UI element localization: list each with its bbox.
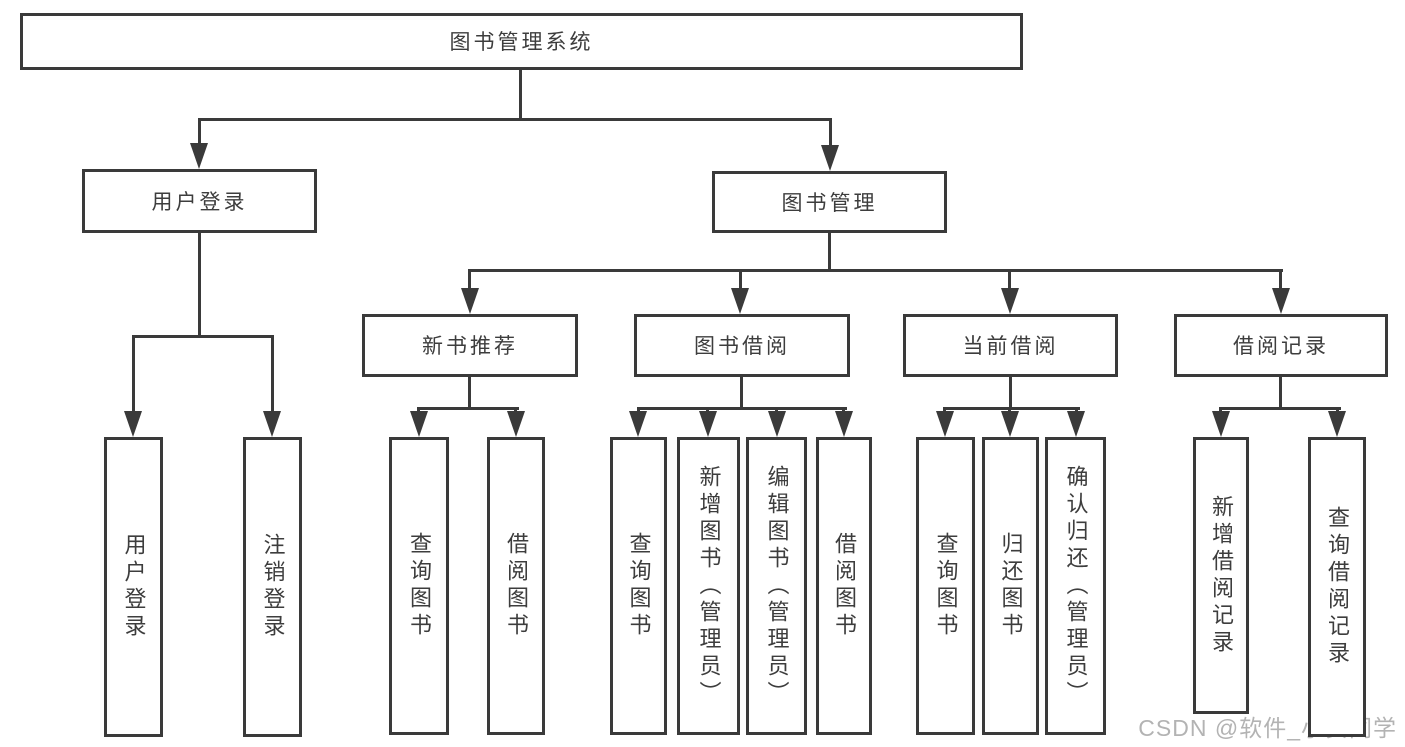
arrowhead-down-icon [1328, 411, 1346, 437]
arrowhead-down-icon [835, 411, 853, 437]
arrowhead-down-icon [410, 411, 428, 437]
connector-line [637, 407, 847, 410]
node-add-book-admin: 新增图书（管理员） [677, 437, 740, 735]
arrowhead-down-icon [263, 411, 281, 437]
arrowhead-down-icon [821, 145, 839, 171]
connector-line [829, 118, 832, 150]
node-root: 图书管理系统 [20, 13, 1023, 70]
node-query-books-2: 查询图书 [610, 437, 667, 735]
arrowhead-down-icon [699, 411, 717, 437]
arrowhead-down-icon [629, 411, 647, 437]
connector-line [740, 377, 743, 410]
node-user-login: 用户登录 [82, 169, 317, 233]
node-book-borrowing: 图书借阅 [634, 314, 850, 377]
node-query-borrow-record: 查询借阅记录 [1308, 437, 1366, 737]
node-book-management: 图书管理 [712, 171, 947, 233]
connector-line [828, 233, 831, 272]
node-query-books-1: 查询图书 [389, 437, 449, 735]
arrowhead-down-icon [1067, 411, 1085, 437]
arrowhead-down-icon [1001, 288, 1019, 314]
node-edit-book-admin: 编辑图书（管理员） [746, 437, 807, 735]
node-borrow-books-1: 借阅图书 [487, 437, 545, 735]
arrowhead-down-icon [507, 411, 525, 437]
connector-line [943, 407, 1080, 410]
node-add-borrow-record: 新增借阅记录 [1193, 437, 1249, 714]
connector-line [519, 70, 522, 121]
arrowhead-down-icon [461, 288, 479, 314]
connector-line [468, 269, 1283, 272]
arrowhead-down-icon [731, 288, 749, 314]
node-logout-leaf: 注销登录 [243, 437, 302, 737]
connector-line [468, 269, 471, 292]
connector-line [198, 118, 832, 121]
node-return-book: 归还图书 [982, 437, 1039, 735]
arrowhead-down-icon [936, 411, 954, 437]
node-current-borrowing: 当前借阅 [903, 314, 1118, 377]
arrowhead-down-icon [1001, 411, 1019, 437]
node-confirm-return-admin: 确认归还（管理员） [1045, 437, 1106, 735]
connector-line [739, 269, 742, 292]
arrowhead-down-icon [1272, 288, 1290, 314]
connector-line [1009, 377, 1012, 410]
arrowhead-down-icon [190, 143, 208, 169]
connector-line [132, 335, 135, 415]
connector-line [468, 377, 471, 410]
node-user-login-leaf: 用户登录 [104, 437, 163, 737]
arrowhead-down-icon [1212, 411, 1230, 437]
connector-line [198, 233, 201, 338]
arrowhead-down-icon [124, 411, 142, 437]
connector-line [417, 407, 519, 410]
connector-line [198, 118, 201, 148]
node-borrowing-records: 借阅记录 [1174, 314, 1388, 377]
node-new-book-recommend: 新书推荐 [362, 314, 578, 377]
connector-line [1279, 269, 1282, 292]
connector-line [132, 335, 274, 338]
connector-line [1219, 407, 1341, 410]
connector-line [271, 335, 274, 415]
node-borrow-books-2: 借阅图书 [816, 437, 872, 735]
connector-line [1008, 269, 1011, 292]
connector-line [1279, 377, 1282, 410]
arrowhead-down-icon [768, 411, 786, 437]
node-query-books-3: 查询图书 [916, 437, 975, 735]
